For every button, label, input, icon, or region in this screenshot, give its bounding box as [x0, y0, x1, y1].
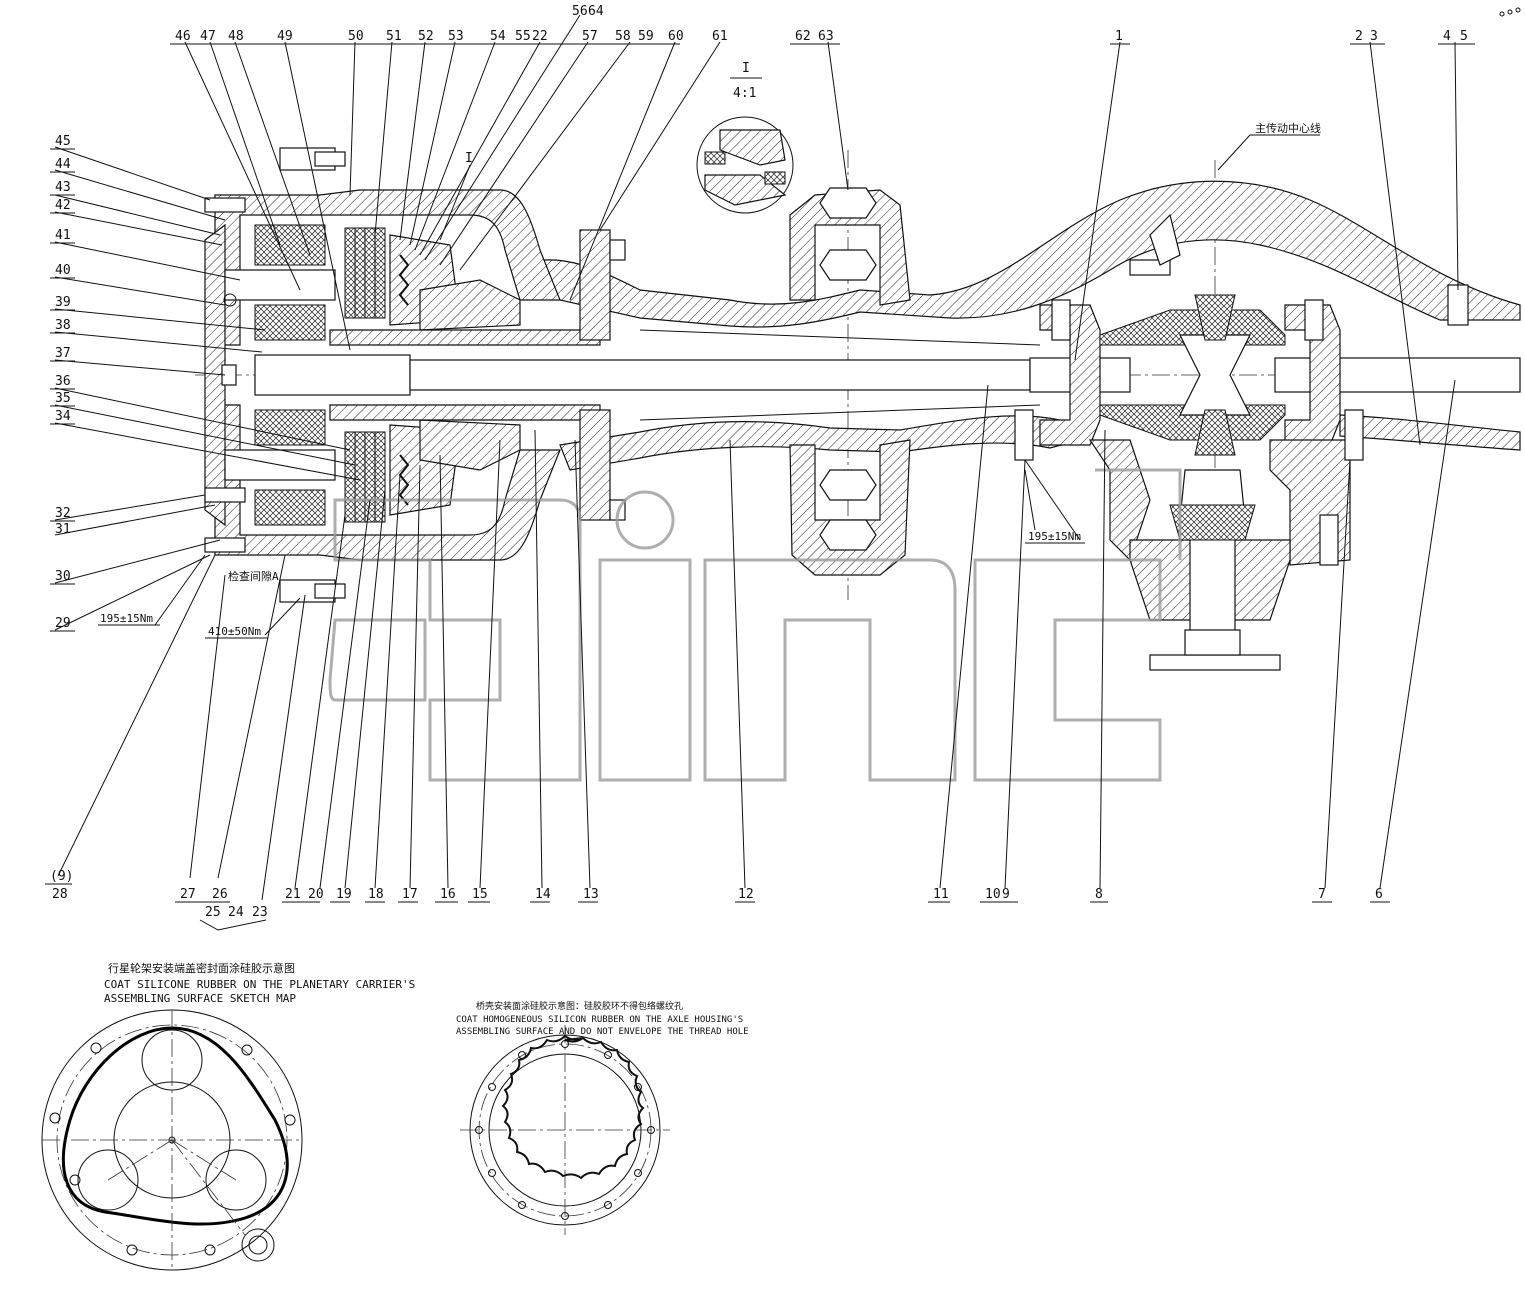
- callout: 38: [55, 318, 71, 333]
- callout: 6: [1375, 887, 1383, 902]
- sketch-left-title-en-1: COAT SILICONE RUBBER ON THE PLANETARY CA…: [104, 978, 415, 991]
- callout: 23: [252, 905, 268, 920]
- callout: 28: [52, 887, 68, 902]
- callout: (9): [50, 869, 73, 884]
- callout: 49: [277, 29, 293, 44]
- brake-discs: [344, 227, 386, 523]
- callout: 57: [582, 29, 598, 44]
- callout: 47: [200, 29, 216, 44]
- callout: 44: [55, 157, 71, 172]
- callout: 48: [228, 29, 244, 44]
- corner-mark: [1499, 7, 1521, 17]
- callout: 7: [1318, 887, 1326, 902]
- callout: 3: [1370, 29, 1378, 44]
- callout: 11: [933, 887, 949, 902]
- callout: 45: [55, 134, 71, 149]
- callout: 50: [348, 29, 364, 44]
- callout: 43: [55, 180, 71, 195]
- callout: 20: [308, 887, 324, 902]
- callout: 51: [386, 29, 402, 44]
- callout: 61: [712, 29, 728, 44]
- callout: 55: [515, 29, 531, 44]
- callout: 32: [55, 506, 71, 521]
- half-shaft: [254, 354, 1521, 396]
- callouts: 46 47 48 49 50 51 52 53 54 55 22 56 64 5…: [45, 4, 1475, 931]
- sketch-right-title-en-1: COAT HOMOGENEOUS SILICON RUBBER ON THE A…: [456, 1015, 743, 1025]
- callout: 56: [572, 4, 588, 19]
- callout: 62: [795, 29, 811, 44]
- callout: 53: [448, 29, 464, 44]
- callout: 12: [738, 887, 754, 902]
- callout: 5: [1460, 29, 1468, 44]
- callout: 2: [1355, 29, 1363, 44]
- callout: 58: [615, 29, 631, 44]
- callout: 34: [55, 409, 71, 424]
- callout: 36: [55, 374, 71, 389]
- callout: 35: [55, 391, 71, 406]
- callout: 4: [1443, 29, 1451, 44]
- callout: 16: [440, 887, 456, 902]
- sketch-left-title-cn: 行星轮架安装端盖密封面涂硅胶示意图: [108, 961, 295, 975]
- callout: 24: [228, 905, 244, 920]
- callout: 60: [668, 29, 684, 44]
- callout: 26: [212, 887, 228, 902]
- callout: 9: [1002, 887, 1010, 902]
- detail-marker: I: [465, 151, 473, 166]
- leader-lines: [54, 14, 1459, 901]
- callout: 18: [368, 887, 384, 902]
- watermark-logo: [328, 468, 1182, 782]
- callout: 30: [55, 569, 71, 584]
- sketch-right-title-cn: 桥壳安装面涂硅胶示意图：硅胶胶环不得包络螺纹孔: [476, 1000, 683, 1012]
- callout: 42: [55, 198, 71, 213]
- callout: 64: [588, 4, 604, 19]
- callout: 27: [180, 887, 196, 902]
- detail-view-i: [696, 77, 794, 214]
- inspection-label: 检查间隙A: [228, 569, 279, 583]
- torque-note-carrier-bolt: 195±15Nm: [1028, 530, 1081, 543]
- sketch-planetary-carrier: 行星轮架安装端盖密封面涂硅胶示意图 COAT SILICONE RUBBER O…: [41, 961, 415, 1271]
- callout: 46: [175, 29, 191, 44]
- detail-view-scale: 4:1: [733, 86, 756, 101]
- callout: 31: [55, 522, 71, 537]
- callout: 13: [583, 887, 599, 902]
- detail-view-label: I: [742, 61, 750, 76]
- callout: 40: [55, 263, 71, 278]
- callout: 41: [55, 228, 71, 243]
- callout: 25: [205, 905, 221, 920]
- callout: 52: [418, 29, 434, 44]
- callout: 17: [402, 887, 418, 902]
- sketch-left-title-en-2: ASSEMBLING SURFACE SKETCH MAP: [104, 992, 296, 1005]
- callout: 10: [985, 887, 1001, 902]
- callout: 59: [638, 29, 654, 44]
- callout: 39: [55, 295, 71, 310]
- differential-assembly: [1014, 213, 1469, 671]
- callout: 63: [818, 29, 834, 44]
- sketch-axle-housing: 桥壳安装面涂硅胶示意图：硅胶胶环不得包络螺纹孔 COAT HOMOGENEOUS…: [456, 1000, 749, 1235]
- torque-note-wheel-bolt: 195±15Nm: [100, 612, 153, 625]
- callout: 29: [55, 616, 71, 631]
- callout: 8: [1095, 887, 1103, 902]
- callout: 54: [490, 29, 506, 44]
- callout: 19: [336, 887, 352, 902]
- centerline-label: 主传动中心线: [1255, 121, 1321, 135]
- callout: 37: [55, 346, 71, 361]
- callout: 15: [472, 887, 488, 902]
- wheel-end-assembly: [204, 147, 626, 603]
- callout: 14: [535, 887, 551, 902]
- thread-holes: [475, 1040, 655, 1220]
- annotations: I 4:1 I 主传动中心线 195±15Nm 410±50Nm 195±15N…: [98, 61, 1321, 639]
- torque-note-stud: 410±50Nm: [208, 625, 261, 638]
- sketch-right-title-en-2: ASSEMBLING SURFACE AND DO NOT ENVELOPE T…: [456, 1027, 749, 1037]
- callout: 21: [285, 887, 301, 902]
- callout: 22: [532, 29, 548, 44]
- callout: 1: [1115, 29, 1123, 44]
